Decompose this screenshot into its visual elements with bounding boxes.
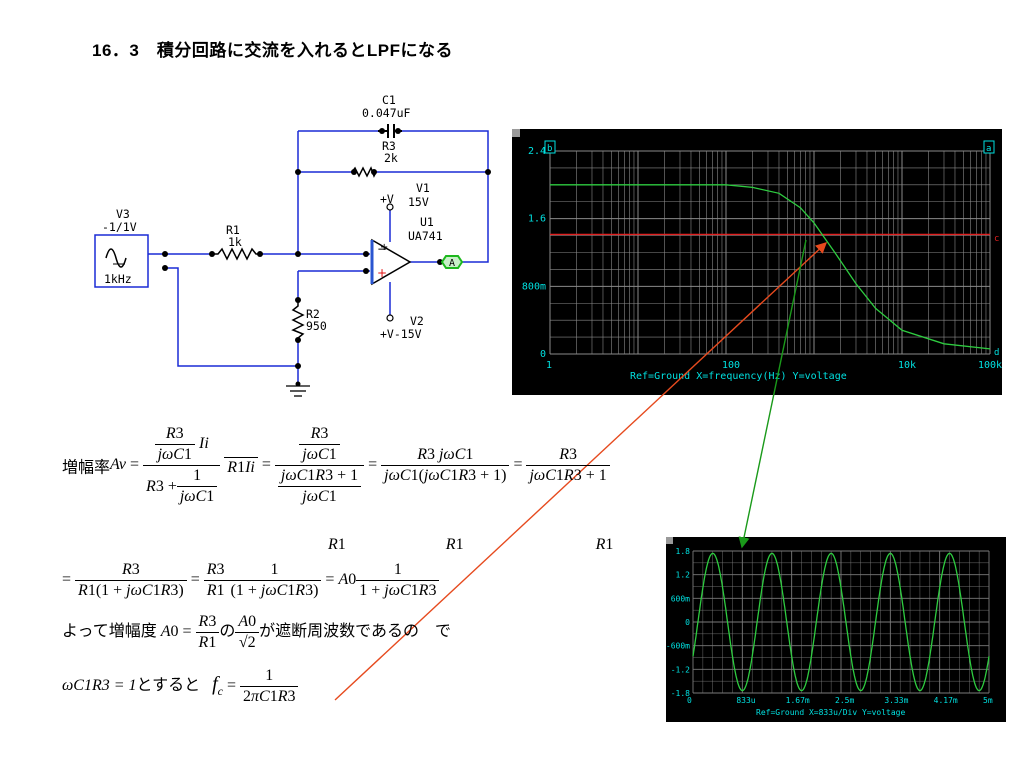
yotte-text: よって増幅度 xyxy=(62,623,157,641)
x-tick-label: 1 xyxy=(546,360,552,371)
x-tick-label: 0 xyxy=(687,696,692,705)
slide-title: 16．3 積分回路に交流を入れるとLPFになる xyxy=(92,41,453,60)
y-tick-label: 600m xyxy=(671,594,690,603)
r2-name: R2 xyxy=(306,307,320,321)
y-tick-label: 1.8 xyxy=(676,547,691,556)
resistor-r1 xyxy=(210,247,262,261)
y-tick-label: -600m xyxy=(666,642,690,651)
r3-name: R3 xyxy=(382,139,396,153)
y-tick-label: -1.8 xyxy=(671,689,690,698)
v1-name: V1 xyxy=(416,181,430,195)
probe-a-label: A xyxy=(449,258,455,269)
x-tick-label: 2.5m xyxy=(835,696,854,705)
r1-value: 1k xyxy=(228,235,242,249)
r1-name: R1 xyxy=(226,223,240,237)
x-tick-label: 10k xyxy=(898,360,916,371)
y-tick-label: -1.2 xyxy=(671,665,690,674)
svg-text:−: − xyxy=(377,242,387,256)
probe-a-icon: A xyxy=(440,255,464,269)
signal-source-v3 xyxy=(94,234,149,288)
omega-equation: ωC1R3 = 1 xyxy=(62,677,137,695)
u1-name: U1 xyxy=(420,215,434,229)
x-tick-label: 5m xyxy=(983,696,993,705)
frequency-plot: 1 100 10k 100k 0 800m 1.6 2.4 b a c d Ref=Groun… xyxy=(512,129,1002,382)
x-tick-label: 833u xyxy=(736,696,755,705)
time-waveform-trace xyxy=(692,552,990,692)
no-text: の xyxy=(219,623,236,641)
waveform-arrow xyxy=(738,239,807,549)
u1-model: UA741 xyxy=(408,229,443,243)
resistor-r2 xyxy=(291,300,305,340)
x-tick-label: 3.33m xyxy=(884,696,908,705)
time-plot: 0 833u 1.67m 2.5m 3.33m 4.17m 5m 1.8 1.2 600m 0 -60… xyxy=(666,537,993,717)
x-tick-label: 1.67m xyxy=(786,696,810,705)
x-tick-label: 100 xyxy=(722,360,740,371)
svg-text:+: + xyxy=(377,266,387,280)
corner-c: c xyxy=(994,234,999,244)
v3-value: -1/1V xyxy=(102,220,137,234)
time-plot-panel: 0 833u 1.67m 2.5m 3.33m 4.17m 5m 1.8 1.2 600m 0 -60… xyxy=(666,537,1006,722)
y-tick-label: 1.2 xyxy=(676,571,691,580)
cutoff-text: が遮断周波数であるの で xyxy=(259,623,451,641)
r3-value: 2k xyxy=(384,151,398,165)
c1-name: C1 xyxy=(382,93,396,107)
x-tick-label: 4.17m xyxy=(934,696,958,705)
opamp-u1: − + + xyxy=(370,238,412,286)
y-tick-label: 1.6 xyxy=(528,214,546,225)
frequency-plot-panel: 1 100 10k 100k 0 800m 1.6 2.4 b a c d Ref=Groun… xyxy=(512,129,1002,395)
v3-name: V3 xyxy=(116,207,130,221)
gain-label: 増幅率 xyxy=(62,459,111,477)
y-tick-label: 800m xyxy=(522,281,546,292)
y-tick-label: 0 xyxy=(685,618,690,627)
corner-b: b xyxy=(547,144,552,154)
time-plot-caption: Ref=Ground X=833u/Div Y=voltage xyxy=(756,708,905,717)
v1-value: 15V xyxy=(408,195,429,209)
svg-text:+: + xyxy=(380,242,388,253)
freq-plot-caption: Ref=Ground X=frequency(Hz) Y=voltage xyxy=(630,371,847,382)
frequency-response-trace xyxy=(550,184,991,350)
to-suruto-text: とすると xyxy=(136,677,201,695)
corner-a: a xyxy=(986,144,991,154)
x-tick-label: 100k xyxy=(978,360,1002,371)
corner-d: d xyxy=(994,348,999,358)
cutoff-arrow xyxy=(334,242,828,701)
v1-node: +V xyxy=(380,192,394,206)
v3-freq: 1kHz xyxy=(104,272,132,286)
v2-name: V2 xyxy=(410,314,424,328)
y-tick-label: 2.4 xyxy=(528,146,546,157)
v2-value: +V-15V xyxy=(380,327,422,341)
r2-value: 950 xyxy=(306,319,327,333)
y-tick-label: 0 xyxy=(540,349,546,360)
c1-value: 0.047uF xyxy=(362,106,411,120)
